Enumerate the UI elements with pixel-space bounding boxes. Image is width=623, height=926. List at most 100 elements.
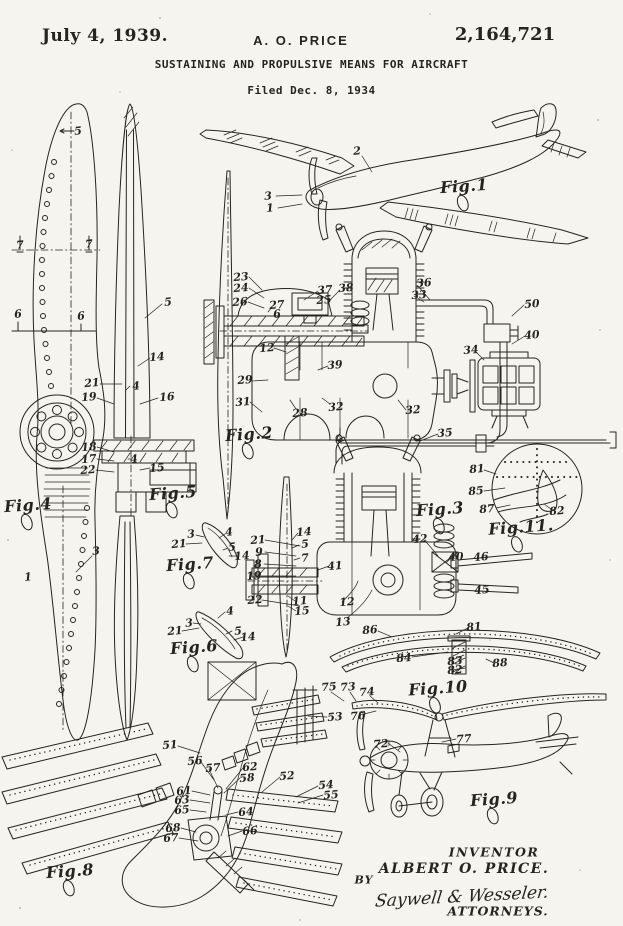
patent-number: 2,164,721: [454, 24, 556, 45]
fig5-hub-clamp: [93, 435, 197, 519]
callout-fig1-2: 2: [352, 144, 362, 158]
fig7-blade-section: [185, 522, 238, 569]
fig8-left-wing-slats: [1, 722, 174, 875]
callout-fig6-14: 14: [239, 629, 257, 645]
callout-fig5-21: 21: [83, 375, 101, 391]
fig3-shaft: [245, 553, 323, 607]
callout-fig7-4: 4: [224, 525, 234, 539]
fig2-engine-section: [203, 170, 617, 520]
figure-label-fig2: Fig.2: [224, 422, 274, 446]
callout-fig8-57: 57: [204, 760, 222, 776]
callout-fig2-33: 33: [410, 287, 428, 303]
callout-fig9-73: 73: [339, 679, 357, 695]
callout-fig2-25: 25: [315, 292, 333, 308]
figure-label-fig9: Fig.9: [469, 787, 519, 811]
callout-fig7-21: 21: [170, 536, 188, 552]
callout-fig10-84: 84: [395, 650, 413, 666]
attorneys-caption: ATTORNEYS.: [447, 903, 549, 919]
fig8-right-wing-slats: [225, 788, 343, 907]
fig2-supercharger: [431, 351, 541, 429]
callout-fig4-6: 6: [13, 307, 23, 321]
fig1-airplane: [199, 103, 589, 245]
callout-fig3-45: 45: [473, 582, 491, 598]
fig4-hub: [19, 394, 95, 470]
callout-fig2-35: 35: [436, 425, 454, 441]
callout-fig9-75: 75: [320, 679, 338, 695]
paper-specks: [7, 13, 611, 921]
callout-fig4-7: 7: [84, 237, 94, 251]
callout-fig2-32: 32: [327, 399, 345, 415]
figure-label-fig8: Fig.8: [45, 859, 95, 883]
callout-fig1-1: 1: [265, 201, 275, 215]
callout-fig5-14: 14: [148, 349, 166, 365]
applicant-name: A. O. PRICE: [253, 33, 349, 48]
fig8-slatted-wing-aircraft: [1, 661, 343, 908]
callout-fig2-39: 39: [326, 357, 344, 373]
callout-fig2-34: 34: [462, 342, 480, 358]
inventor-caption: INVENTOR: [448, 844, 540, 860]
callout-fig3-13: 13: [334, 614, 352, 630]
callout-fig3-40: 40: [447, 549, 465, 565]
callout-fig5-4: 4: [131, 379, 141, 393]
callout-fig5-19: 19: [80, 389, 98, 405]
callout-fig2-26: 26: [231, 294, 249, 310]
callout-fig5-22: 22: [79, 462, 97, 478]
fig2-piping: [336, 299, 617, 449]
figure-label-fig5: Fig.5: [148, 481, 198, 505]
callout-fig2-50: 50: [523, 296, 541, 312]
callout-fig7-14: 14: [233, 548, 251, 564]
patent-date: July 4, 1939.: [42, 26, 169, 46]
patent-title: SUSTAINING AND PROPULSIVE MEANS FOR AIRC…: [154, 58, 469, 71]
callout-fig3-7: 7: [300, 551, 310, 565]
callout-fig4-5: 5: [73, 124, 83, 138]
callout-fig2-12: 12: [258, 340, 276, 356]
callout-fig2-28: 28: [291, 405, 309, 421]
fig4-vent-holes: [39, 159, 90, 707]
callout-fig2-38: 38: [337, 280, 355, 296]
callout-fig7-3: 3: [186, 527, 196, 541]
callout-fig4-3: 3: [91, 544, 101, 558]
callout-fig9-77: 77: [455, 731, 473, 747]
fig10-wing-section: [329, 627, 601, 675]
fig1-propeller: [308, 157, 329, 241]
figure-label-fig7: Fig.7: [165, 552, 215, 576]
callout-fig3-46: 46: [472, 549, 490, 565]
callout-fig10-81: 81: [465, 619, 483, 635]
callout-fig3-12: 12: [338, 594, 356, 610]
callout-fig11-81: 81: [468, 461, 486, 477]
callout-fig8-52: 52: [278, 768, 296, 784]
callout-fig3-15: 15: [293, 603, 311, 619]
callout-fig2-6: 6: [272, 307, 282, 321]
callout-fig3-41: 41: [326, 558, 344, 574]
callout-fig8-55: 55: [322, 787, 340, 803]
callout-fig8-51: 51: [161, 737, 179, 753]
callout-fig5-16: 16: [158, 389, 176, 405]
callout-fig8-58: 58: [238, 770, 256, 786]
callout-fig11-85: 85: [467, 483, 485, 499]
figure-label-fig1: Fig.1: [439, 174, 489, 198]
callout-fig8-66: 66: [241, 823, 259, 839]
callout-fig3-5: 5: [300, 537, 310, 551]
callout-fig10-88: 88: [491, 655, 509, 671]
fig8-tail-slats: [207, 661, 328, 748]
callout-fig9-72: 72: [372, 736, 390, 752]
callout-fig2-40: 40: [523, 327, 541, 343]
callout-fig11-82: 82: [548, 503, 566, 519]
fig3-cylinder: [333, 434, 422, 557]
callout-fig8-67: 67: [162, 830, 180, 846]
callout-fig10-86: 86: [361, 622, 379, 638]
figure-label-fig3: Fig.3: [415, 497, 465, 521]
callout-fig6-3: 3: [184, 616, 194, 630]
callout-fig5-4: 4: [129, 452, 139, 466]
callout-fig3-42: 42: [411, 531, 429, 547]
fig6-blade-section: [181, 611, 244, 660]
callout-fig2-32: 32: [404, 402, 422, 418]
callout-fig2-24: 24: [232, 280, 250, 296]
callout-fig5-15: 15: [148, 460, 166, 476]
callout-fig11-87: 87: [478, 501, 496, 517]
figure-label-fig6: Fig.6: [169, 635, 219, 659]
callout-fig8-56: 56: [186, 753, 204, 769]
callout-fig4-1: 1: [23, 570, 33, 584]
